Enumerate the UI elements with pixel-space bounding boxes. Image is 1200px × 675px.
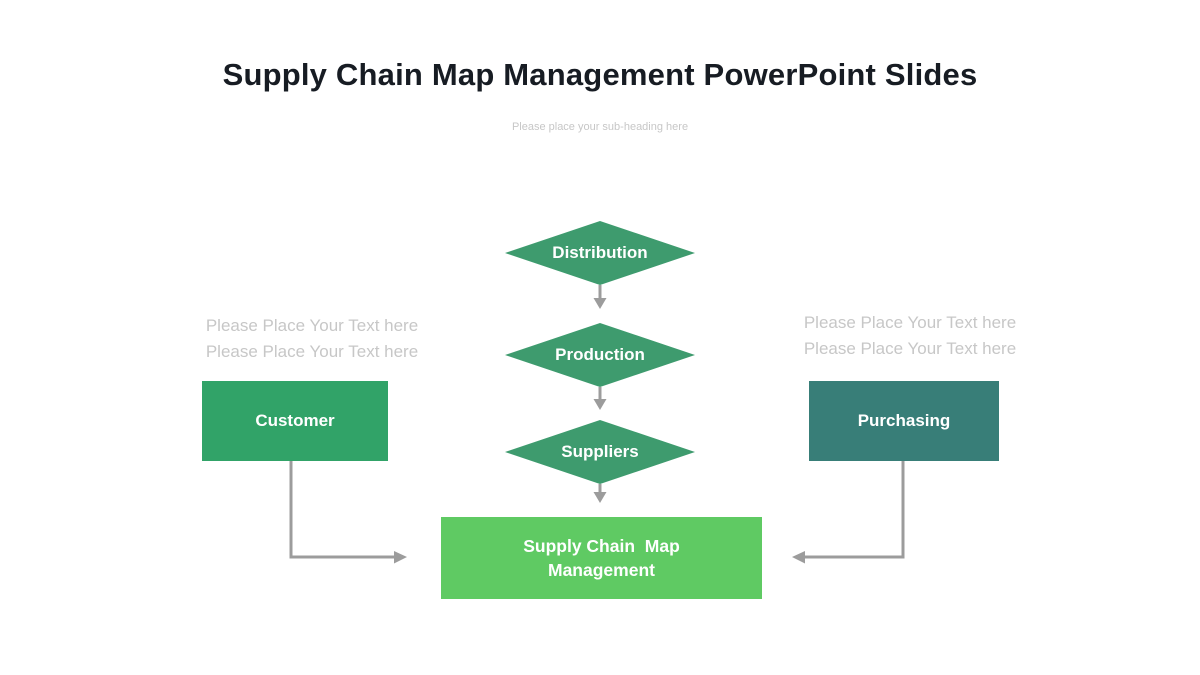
left-placeholder-line-2: Please Place Your Text here [205, 342, 419, 361]
diamond-suppliers: Suppliers [505, 420, 695, 484]
arrow-purchasing-to-result [792, 461, 905, 564]
left-placeholder-text: Please Place Your Text here Please Place… [202, 313, 422, 365]
diamond-distribution: Distribution [505, 221, 695, 285]
diamond-production: Production [505, 323, 695, 387]
diamond-suppliers-label: Suppliers [561, 442, 639, 461]
arrow-customer-to-result [289, 461, 407, 564]
right-placeholder-line-2: Please Place Your Text here [803, 339, 1017, 358]
supply-chain-map-management-box: Supply Chain Map Management [441, 517, 762, 599]
arrow-production-to-suppliers [593, 387, 607, 410]
slide-subheading: Please place your sub-heading here [511, 121, 689, 133]
supply-chain-map-management-label: Supply Chain Map Management [523, 536, 680, 580]
customer-box-label: Customer [255, 411, 335, 430]
diamond-distribution-label: Distribution [552, 243, 648, 262]
right-placeholder-text: Please Place Your Text here Please Place… [800, 310, 1020, 362]
left-placeholder-line-1: Please Place Your Text here [205, 316, 419, 335]
diamond-production-label: Production [555, 345, 645, 364]
slide-title: Supply Chain Map Management PowerPoint S… [222, 57, 978, 92]
arrow-distribution-to-production [593, 285, 607, 309]
customer-box: Customer [202, 381, 388, 461]
purchasing-box: Purchasing [809, 381, 999, 461]
purchasing-box-label: Purchasing [857, 411, 951, 430]
arrow-suppliers-to-result [593, 484, 607, 503]
right-placeholder-line-1: Please Place Your Text here [803, 313, 1017, 332]
